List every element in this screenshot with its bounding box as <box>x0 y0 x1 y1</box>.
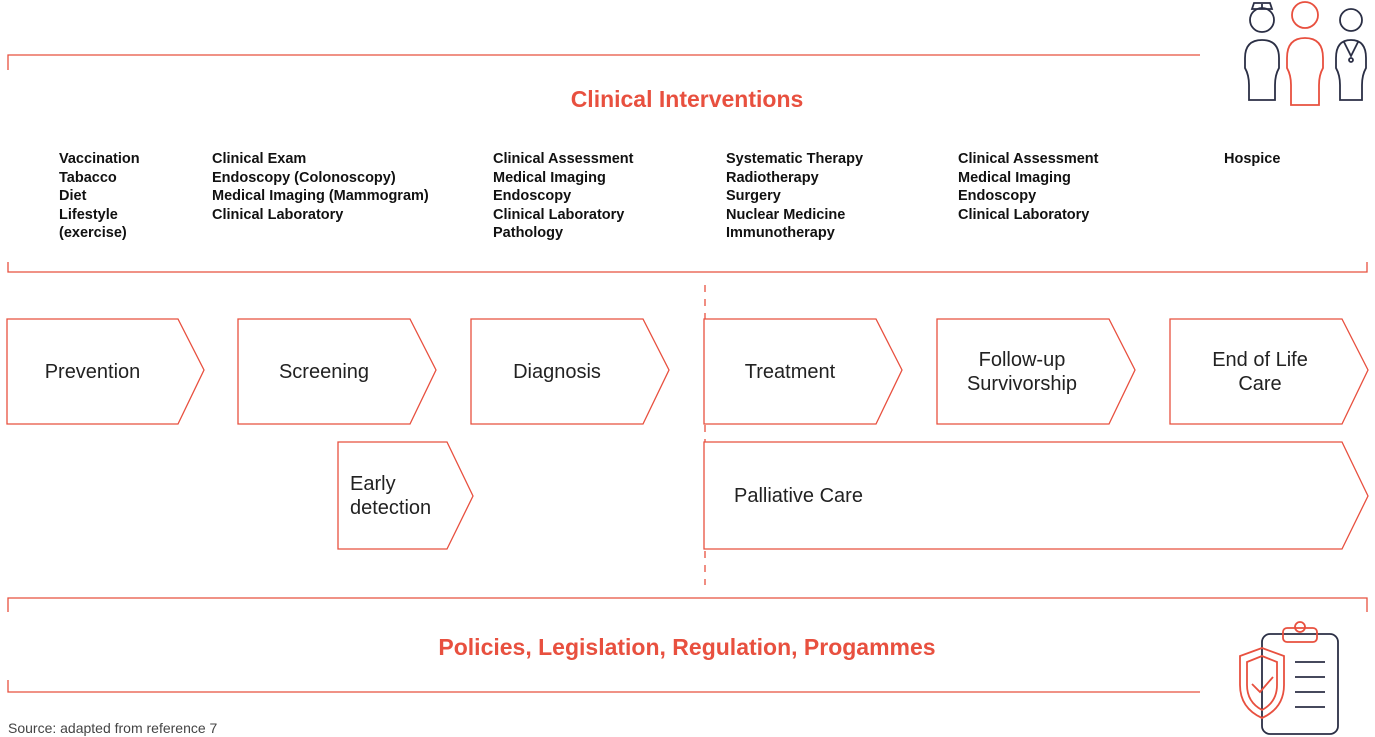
step-prevention: Prevention <box>44 360 141 383</box>
intervention-item: Clinical Laboratory <box>958 206 1090 223</box>
policies-title: Policies, Legislation, Regulation, Proga… <box>438 634 936 660</box>
clinicians-icon <box>1244 1 1367 106</box>
step-screening: Screening <box>278 360 370 383</box>
palliative-care-label: Palliative Care <box>734 484 863 507</box>
screening-interventions: Clinical Exam Endoscopy (Colonoscopy) Me… <box>212 150 429 224</box>
intervention-item: Immunotherapy <box>726 225 835 241</box>
prevention-interventions: Vaccination Tabacco Diet Lifestyle (exer… <box>59 150 140 243</box>
step-diagnosis: Diagnosis <box>513 360 601 383</box>
step-followup-survivorship: Follow-up Survivorship <box>966 348 1078 395</box>
intervention-item: Vaccination <box>59 151 140 167</box>
palliative-arrow <box>703 441 1369 550</box>
intervention-item: Pathology <box>493 225 564 241</box>
intervention-item: Endoscopy <box>958 188 1037 204</box>
intervention-item: Systematic Therapy <box>726 151 864 167</box>
diagnosis-interventions: Clinical Assessment Medical Imaging Endo… <box>493 150 634 243</box>
intervention-item: Clinical Exam <box>212 151 307 167</box>
end-of-life-interventions: Hospice <box>1224 150 1280 169</box>
intervention-item: Endoscopy (Colonoscopy) <box>212 169 396 186</box>
intervention-item: Clinical Laboratory <box>212 206 344 223</box>
treatment-interventions: Systematic Therapy Radiotherapy Surgery … <box>726 150 863 243</box>
intervention-item: (exercise) <box>59 225 127 241</box>
intervention-item: Endoscopy <box>493 188 572 204</box>
intervention-item: Clinical Assessment <box>493 151 634 167</box>
clinical-interventions-title: Clinical Interventions <box>570 86 804 112</box>
clipboard-shield-icon <box>1239 621 1339 735</box>
intervention-item: Diet <box>59 188 87 204</box>
clinical-bracket <box>7 54 1368 273</box>
step-arrow-endoflife <box>1169 318 1369 425</box>
step-arrow-treatment <box>703 318 903 425</box>
intervention-item: Radiotherapy <box>726 169 819 186</box>
step-arrow-prevention <box>6 318 205 425</box>
early-detection-arrow <box>337 441 474 550</box>
intervention-item: Tabacco <box>59 169 117 186</box>
source-note: Source: adapted from reference 7 <box>8 720 218 736</box>
intervention-item: Surgery <box>726 188 781 204</box>
intervention-item: Hospice <box>1224 151 1281 167</box>
intervention-item: Clinical Assessment <box>958 151 1099 167</box>
intervention-item: Medical Imaging (Mammogram) <box>212 188 429 204</box>
step-treatment: Treatment <box>744 360 836 383</box>
followup-interventions: Clinical Assessment Medical Imaging Endo… <box>958 150 1099 224</box>
step-arrow-diagnosis <box>470 318 670 425</box>
policies-bracket <box>7 597 1368 693</box>
step-arrow-followup <box>936 318 1136 425</box>
early-detection-label: Early detection <box>350 472 432 519</box>
step-end-of-life-care: End of Life Care <box>1212 348 1308 395</box>
intervention-item: Medical Imaging <box>493 169 606 186</box>
step-arrow-screening <box>237 318 437 425</box>
intervention-item: Clinical Laboratory <box>493 206 625 223</box>
intervention-item: Medical Imaging <box>958 169 1071 186</box>
intervention-item: Lifestyle <box>59 206 118 223</box>
intervention-item: Nuclear Medicine <box>726 206 846 223</box>
